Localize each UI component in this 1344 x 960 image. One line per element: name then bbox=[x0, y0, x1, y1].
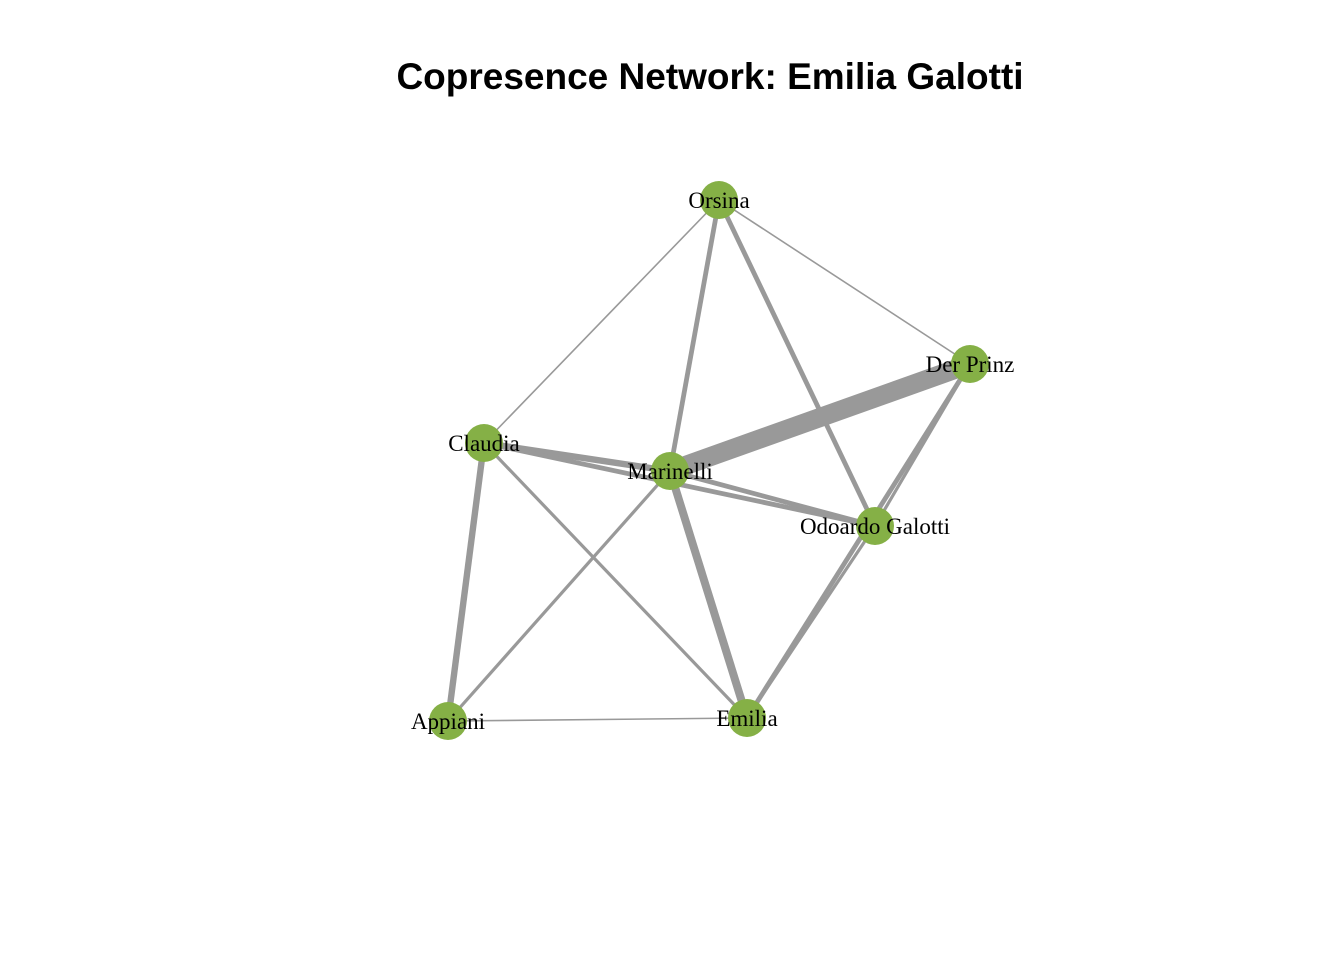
node-emilia bbox=[728, 699, 766, 737]
edge-marinelli-appiani bbox=[446, 469, 672, 723]
edge-odoardo-emilia bbox=[745, 525, 877, 719]
node-marinelli bbox=[651, 452, 689, 490]
node-label-emilia: Emilia bbox=[716, 706, 777, 731]
node-orsina bbox=[700, 181, 738, 219]
node-layer bbox=[429, 181, 989, 740]
edge-orsina-odoardo bbox=[716, 198, 878, 528]
node-label-der-prinz: Der Prinz bbox=[926, 352, 1015, 377]
node-label-appiani: Appiani bbox=[411, 709, 485, 734]
edge-marinelli-odoardo bbox=[669, 468, 876, 529]
edge-claudia-emilia bbox=[482, 441, 749, 720]
edge-claudia-appiani bbox=[444, 442, 488, 722]
chart-title: Copresence Network: Emilia Galotti bbox=[396, 56, 1024, 97]
edge-orsina-marinelli bbox=[667, 199, 722, 472]
edge-der-prinz-marinelli bbox=[666, 354, 974, 481]
edge-orsina-claudia bbox=[483, 199, 720, 444]
node-label-odoardo: Odoardo Galotti bbox=[800, 514, 950, 539]
edge-appiani-emilia bbox=[447, 717, 748, 722]
node-claudia bbox=[465, 424, 503, 462]
edge-der-prinz-emilia bbox=[744, 362, 973, 720]
node-der-prinz bbox=[951, 345, 989, 383]
node-label-claudia: Claudia bbox=[448, 431, 520, 456]
edge-orsina-der-prinz bbox=[718, 199, 971, 365]
node-label-orsina: Orsina bbox=[688, 188, 749, 213]
edge-marinelli-emilia bbox=[666, 469, 751, 720]
node-odoardo bbox=[856, 507, 894, 545]
node-label-marinelli: Marinelli bbox=[627, 459, 713, 484]
node-appiani bbox=[429, 702, 467, 740]
edge-layer bbox=[444, 198, 974, 723]
